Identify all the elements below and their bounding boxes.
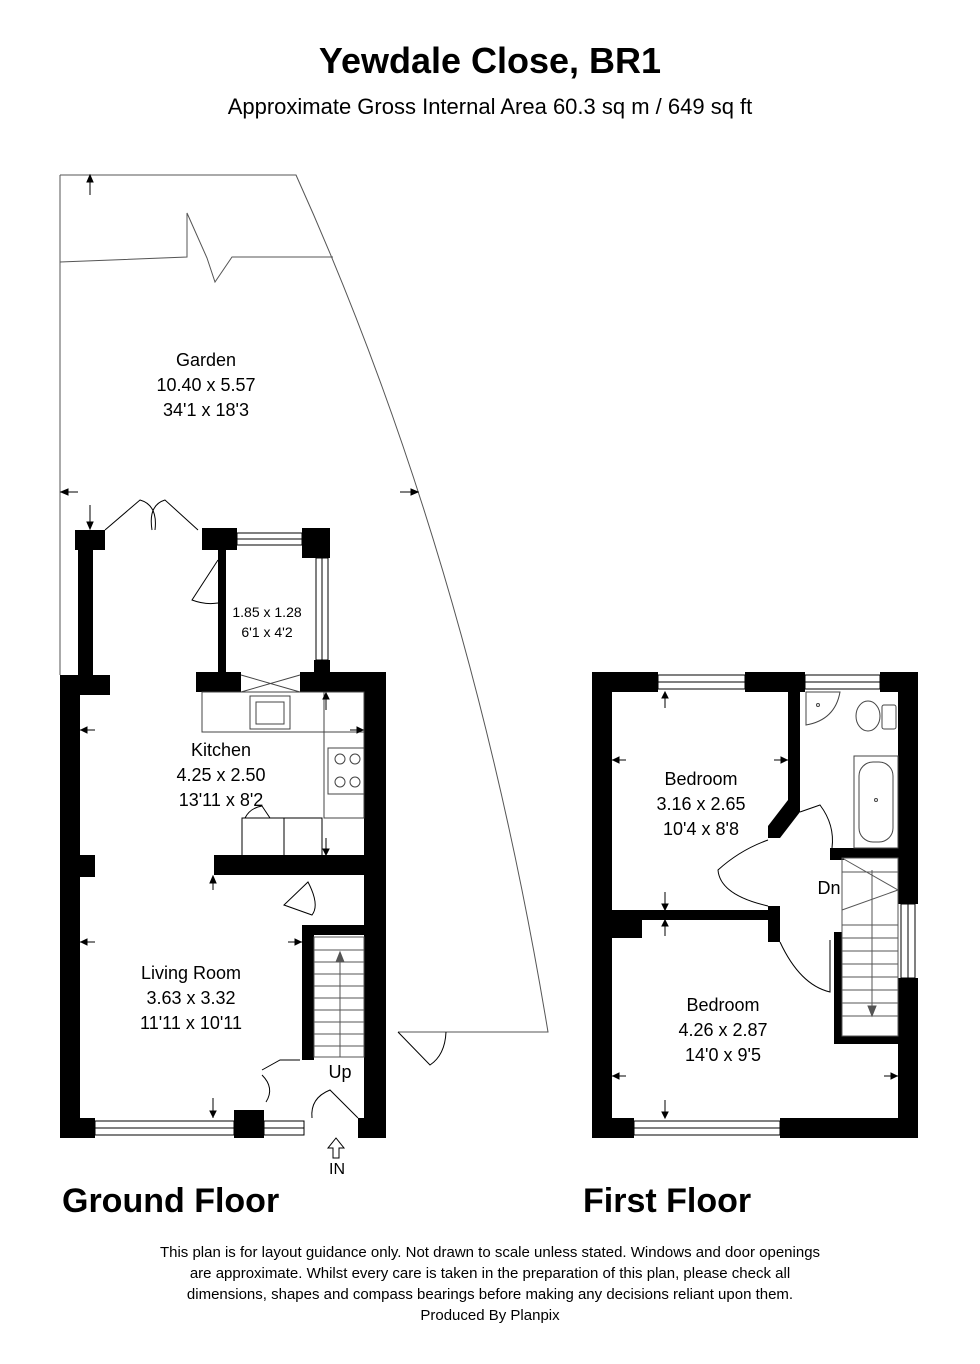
- area-subtitle: Approximate Gross Internal Area 60.3 sq …: [227, 94, 753, 119]
- disclaimer-line: dimensions, shapes and compass bearings …: [186, 1286, 794, 1303]
- bedroom1-name: Bedroom: [664, 769, 737, 789]
- producer-credit: Produced By Planpix: [420, 1307, 560, 1324]
- bedroom2-imperial: 14'0 x 9'5: [685, 1045, 761, 1065]
- first-floor-doors: [717, 804, 833, 993]
- garden-dimension-arrows: [59, 173, 420, 531]
- first-dimension-ticks: [611, 690, 899, 1120]
- bedroom2-metric: 4.26 x 2.87: [678, 1020, 767, 1040]
- ground-floor-doors: [104, 499, 447, 1119]
- living-name: Living Room: [141, 963, 241, 983]
- living-metric: 3.63 x 3.32: [146, 988, 235, 1008]
- first-floor-label: First Floor: [583, 1182, 752, 1220]
- disclaimer-line: This plan is for layout guidance only. N…: [159, 1244, 821, 1261]
- bedroom1-imperial: 10'4 x 8'8: [663, 819, 739, 839]
- ground-staircase: [313, 936, 365, 1058]
- plan-title: Yewdale Close, BR1: [318, 40, 662, 81]
- ground-dimension-ticks: [79, 691, 365, 1119]
- garden-name: Garden: [176, 350, 236, 370]
- ground-floor-label: Ground Floor: [62, 1182, 280, 1220]
- kitchen-fittings: [201, 674, 365, 819]
- entrance-label: IN: [329, 1161, 345, 1178]
- garden-metric: 10.40 x 5.57: [156, 375, 255, 395]
- utility-imperial: 6'1 x 4'2: [241, 624, 292, 640]
- first-floor-walls: [592, 672, 918, 1138]
- kitchen-name: Kitchen: [191, 740, 251, 760]
- bedroom1-metric: 3.16 x 2.65: [656, 794, 745, 814]
- garden-outline: [59, 174, 549, 1033]
- bedroom2-name: Bedroom: [686, 995, 759, 1015]
- living-imperial: 11'11 x 10'11: [140, 1013, 242, 1033]
- ground-floor-windows: [94, 532, 329, 1136]
- up-label: Up: [328, 1062, 351, 1082]
- first-floor-windows: [633, 674, 916, 1136]
- kitchen-imperial: 13'11 x 8'2: [179, 790, 264, 810]
- utility-metric: 1.85 x 1.28: [232, 604, 301, 620]
- first-staircase: [841, 857, 899, 1037]
- ground-floor-walls: [60, 528, 386, 1138]
- entrance-arrow-icon: [326, 1137, 346, 1159]
- garden-imperial: 34'1 x 18'3: [163, 400, 249, 420]
- bathroom-fittings: [805, 691, 899, 849]
- down-label: Dn: [817, 878, 840, 898]
- kitchen-metric: 4.25 x 2.50: [176, 765, 265, 785]
- disclaimer-line: are approximate. Whilst every care is ta…: [189, 1265, 791, 1282]
- disclaimer: This plan is for layout guidance only. N…: [90, 1242, 890, 1326]
